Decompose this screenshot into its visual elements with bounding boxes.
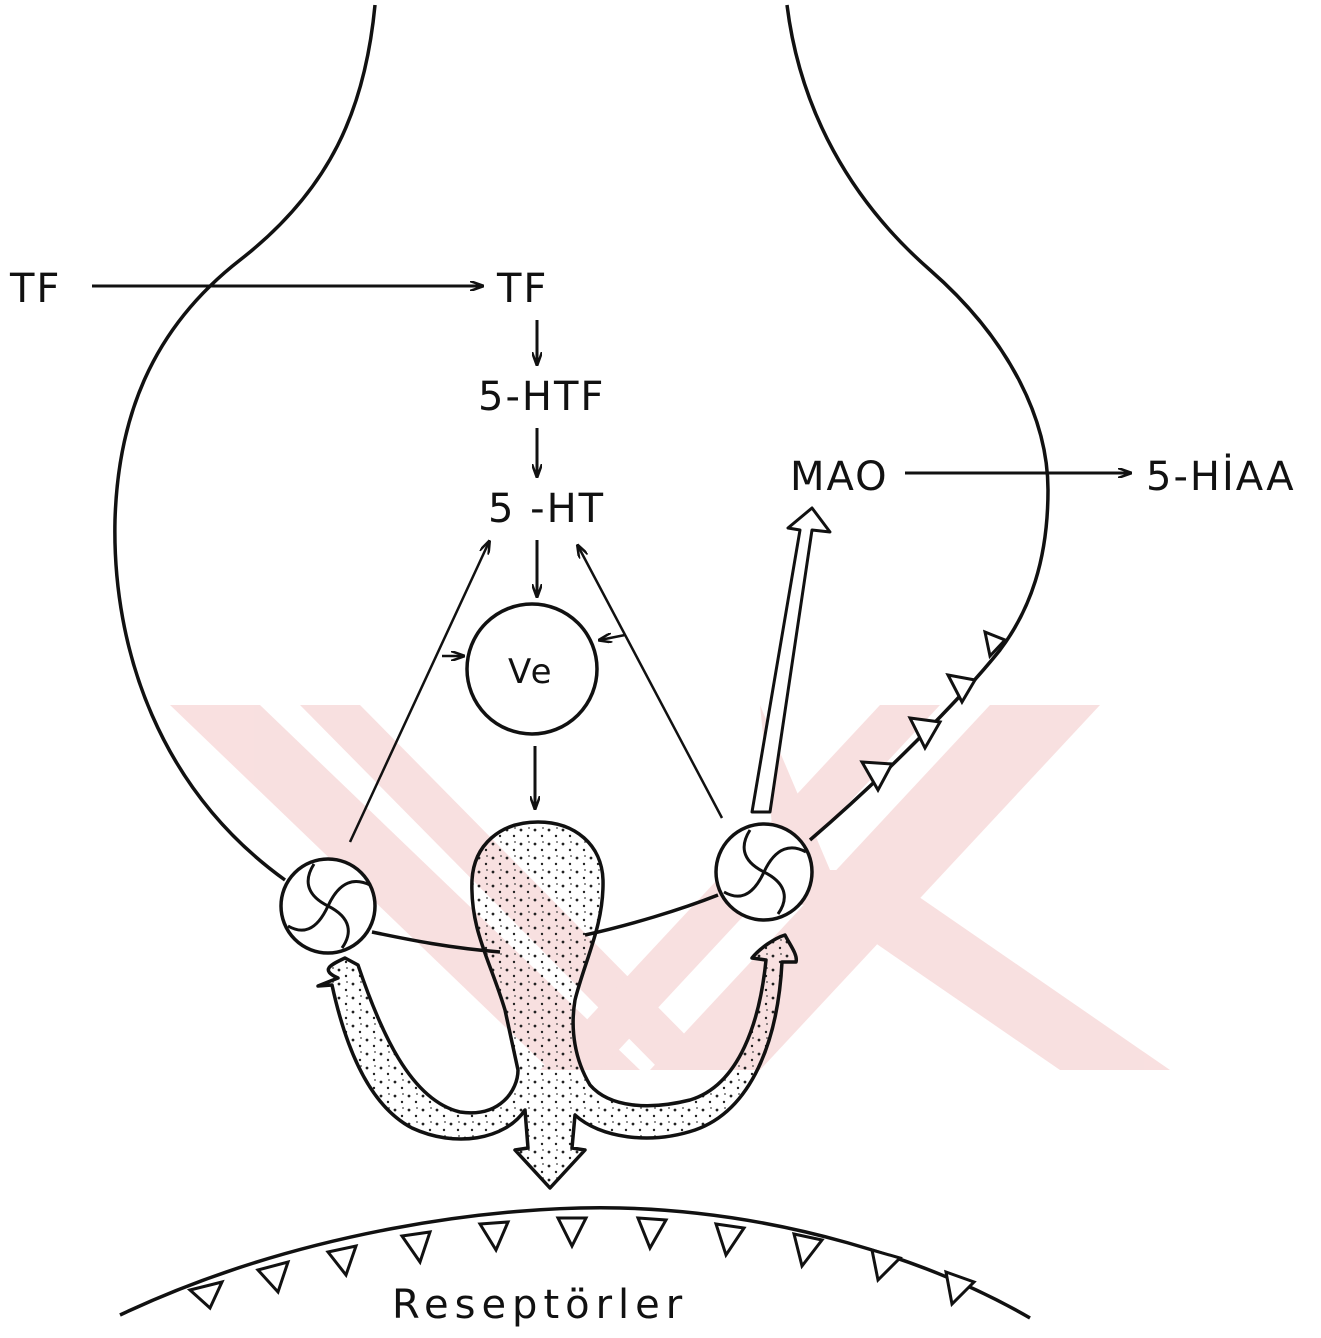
tf-outside-label: TF (9, 266, 61, 312)
vesicle-label: Ve (508, 652, 554, 692)
mao-transport-arrow (752, 508, 830, 812)
5htf-label: 5-HTF (478, 374, 605, 420)
mao-label: MAO (790, 454, 889, 500)
reuptake-right-branch-arrow (600, 635, 625, 640)
right-transporter-icon (716, 824, 812, 920)
5ht-label: 5 -HT (488, 486, 605, 532)
reuptake-right-arrow (578, 546, 722, 818)
receptors-label: Reseptörler (392, 1282, 688, 1328)
tf-inside-label: TF (496, 266, 548, 312)
left-transporter-icon (281, 859, 375, 953)
5hiaa-label: 5-HİAA (1146, 452, 1296, 500)
